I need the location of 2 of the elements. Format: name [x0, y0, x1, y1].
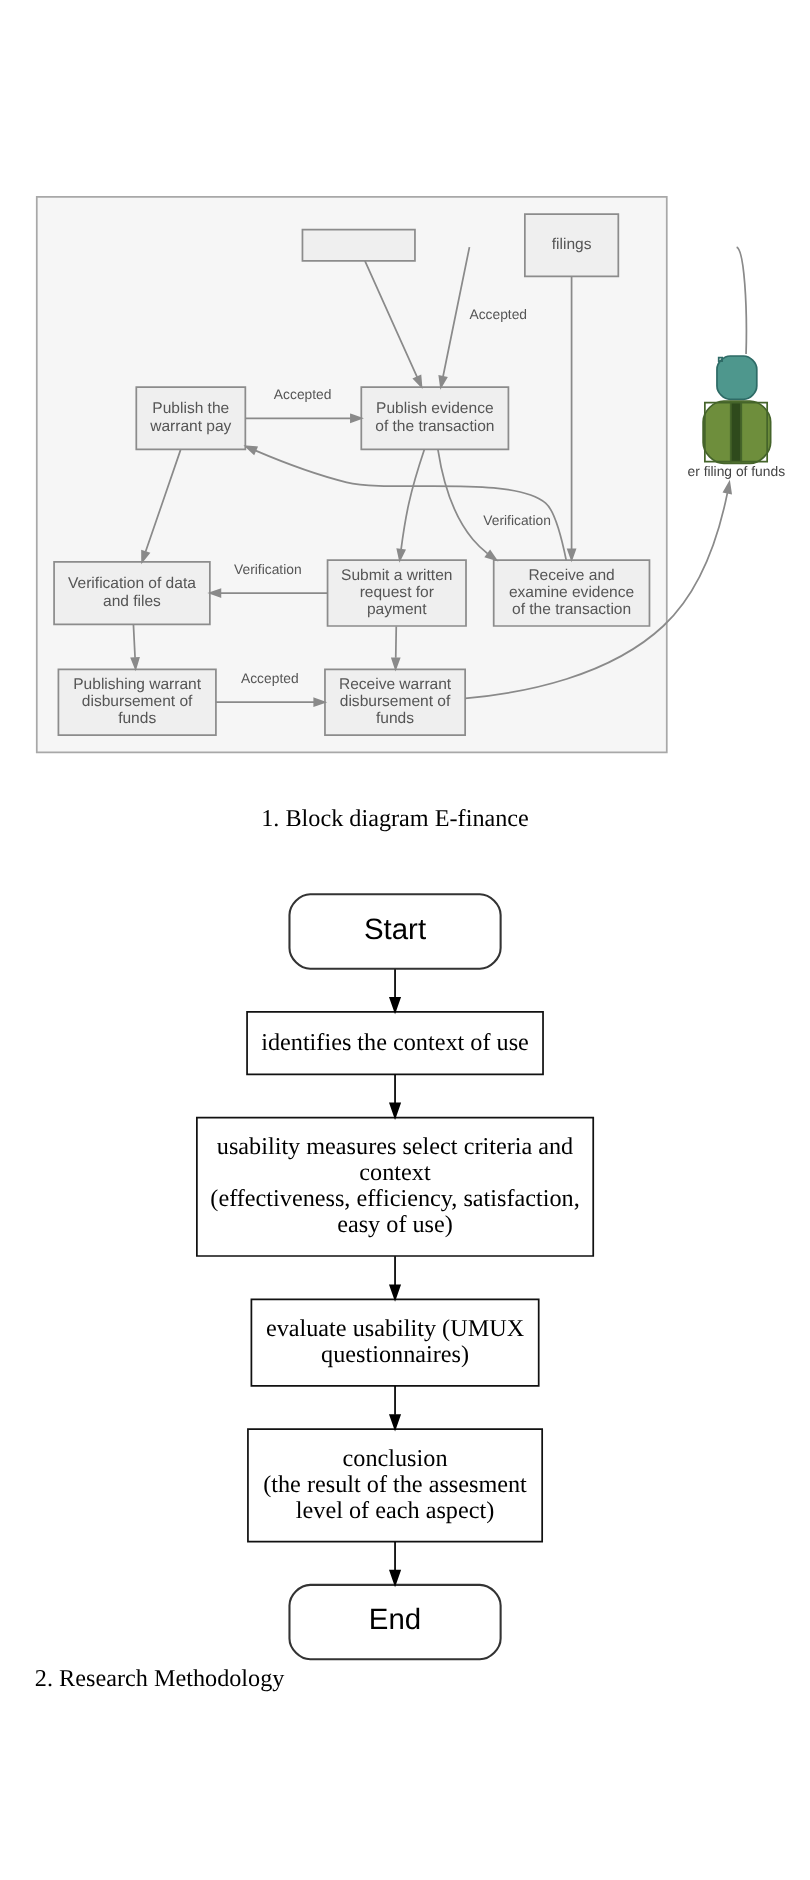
caption: 2. Research Methodology	[34, 1662, 285, 1691]
label: 1. Block diagram E-finance	[261, 803, 529, 832]
